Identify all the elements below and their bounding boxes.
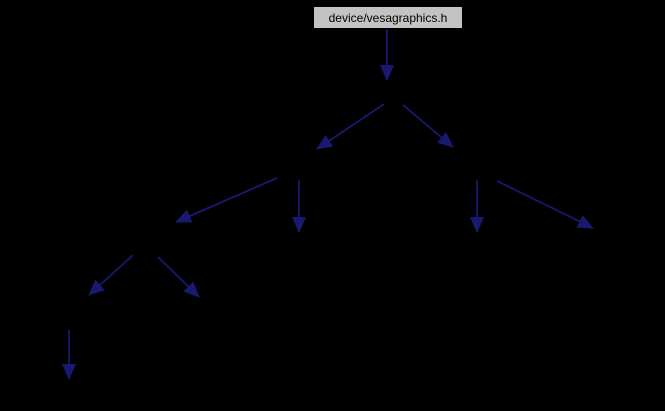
graph-edge-8	[88, 254, 134, 296]
graph-edge-2	[316, 103, 385, 150]
graph-edge-3	[402, 104, 454, 148]
graph-edge-7	[496, 180, 594, 229]
graph-edge-4	[175, 177, 278, 223]
graph-node-root: device/vesagraphics.h	[313, 6, 463, 29]
graph-edge-9	[157, 256, 200, 298]
root-node-label: device/vesagraphics.h	[328, 10, 448, 25]
